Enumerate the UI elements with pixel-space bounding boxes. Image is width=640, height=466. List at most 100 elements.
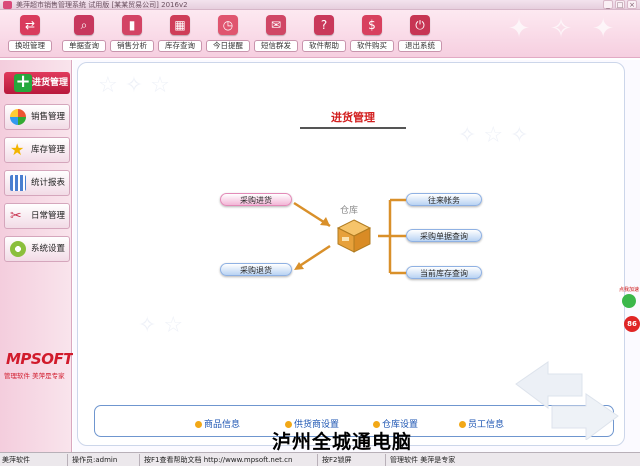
info-links-bar: 商品信息 供货商设置 仓库设置 员工信息 [94, 405, 614, 437]
bullet-icon [285, 421, 292, 428]
toolbar: ✦ ✧ ✦ ⇄ 换班管理 ⌕ 单据查询 ▮ 销售分析 ▦ 库存查询 ◷ 今日提醒… [0, 10, 640, 58]
product-info-link[interactable]: 商品信息 [195, 417, 240, 430]
content-panel: ☆ ✧ ☆ ✧ ☆ ✧ ✧ ☆ 进货管理 采购进货 采购退货 往来帐务 采购单据… [77, 62, 625, 446]
purchase-return-button[interactable]: 采购退货 [220, 263, 292, 276]
decorative-stars: ☆ ✧ ☆ [98, 73, 170, 98]
sidebar-item-label: 日常管理 [31, 211, 66, 221]
exit-icon: ⏻ [410, 15, 430, 35]
sidebar-item-sales-management[interactable]: 销售管理 [4, 104, 70, 130]
sidebar-item-label: 系统设置 [31, 244, 66, 254]
software-help-label: 软件帮助 [302, 40, 346, 52]
gear-icon [10, 241, 26, 257]
status-help-hint: 按F1查看帮助文档 http://www.mpsoft.net.cn [142, 454, 318, 466]
warehouse-box-icon [336, 219, 372, 253]
sms-broadcast-label: 短信群发 [254, 40, 298, 52]
accounts-dealings-button[interactable]: 往来帐务 [406, 193, 482, 206]
section-title-underline [300, 127, 406, 129]
status-app-name: 美萍软件 [0, 454, 68, 466]
decorative-stars: ✧ ☆ ✧ [458, 123, 529, 148]
today-reminder-label: 今日提醒 [206, 40, 250, 52]
title-bar: 美萍超市销售管理系统 试用版 [某某贸易公司] 2016v2 _ □ × [0, 0, 640, 10]
status-bar: 美萍软件 操作员:admin 按F1查看帮助文档 http://www.mpso… [0, 452, 640, 466]
bullet-icon [373, 421, 380, 428]
employee-info-label: 员工信息 [468, 420, 505, 430]
speed-up-widget[interactable]: 点我加速 86 [618, 286, 640, 332]
inventory-query-label: 库存查询 [158, 40, 202, 52]
arrow-out-head [294, 262, 304, 270]
sidebar-item-statistics-reports[interactable]: 统计报表 [4, 170, 70, 196]
sidebar-item-label: 库存管理 [31, 145, 66, 155]
document-query-label: 单据查询 [62, 40, 106, 52]
shift-change-label: 换班管理 [8, 40, 52, 52]
bullet-icon [459, 421, 466, 428]
purchase-stock-in-button[interactable]: 采购进货 [220, 193, 292, 206]
speed-value-badge: 86 [624, 316, 640, 332]
flow-connectors [293, 198, 406, 275]
current-stock-query-button[interactable]: 当前库存查询 [406, 266, 482, 279]
decorative-stars: ✦ ✧ ✦ [508, 14, 620, 44]
warehouse-settings-label: 仓库设置 [382, 420, 419, 430]
sidebar-item-label: 进货管理 [32, 78, 69, 88]
magnifier-icon: ⌕ [74, 15, 94, 35]
sidebar-item-inventory-management[interactable]: ★ 库存管理 [4, 137, 70, 163]
close-button[interactable]: × [627, 0, 637, 9]
report-icon [10, 175, 26, 191]
alarm-clock-icon: ◷ [218, 15, 238, 35]
status-operator: 操作员:admin [70, 454, 140, 466]
purchase-document-query-button[interactable]: 采购单据查询 [406, 229, 482, 242]
green-ball-icon [622, 294, 636, 308]
product-info-label: 商品信息 [204, 420, 241, 430]
maximize-button[interactable]: □ [615, 0, 625, 9]
warehouse-settings-link[interactable]: 仓库设置 [373, 417, 418, 430]
sidebar-item-system-settings[interactable]: 系统设置 [4, 236, 70, 262]
exit-system-button[interactable]: ⏻ 退出系统 [398, 13, 442, 55]
brand-logo: MPSOFT [6, 350, 73, 368]
envelope-icon: ✉ [266, 15, 286, 35]
status-lock-hint: 按F2锁屏 [320, 454, 386, 466]
supplier-settings-link[interactable]: 供货商设置 [285, 417, 339, 430]
sidebar-item-label: 销售管理 [31, 112, 66, 122]
arrow-in-head [320, 217, 330, 226]
arrow-out-line [297, 244, 331, 269]
sidebar-item-purchase-management[interactable]: + 进货管理 [4, 72, 70, 94]
sidebar-item-label: 统计报表 [31, 178, 66, 188]
bullet-icon [195, 421, 202, 428]
section-title: 进货管理 [331, 111, 375, 124]
window-title: 美萍超市销售管理系统 试用版 [某某贸易公司] 2016v2 [16, 1, 188, 9]
speed-up-label: 点我加速 [618, 287, 639, 293]
software-purchase-label: 软件购买 [350, 40, 394, 52]
purchase-icon: $ [362, 15, 382, 35]
shift-change-button[interactable]: ⇄ 换班管理 [8, 13, 52, 55]
help-icon: ? [314, 15, 334, 35]
sales-analysis-label: 销售分析 [110, 40, 154, 52]
bar-chart-icon: ▮ [122, 15, 142, 35]
document-query-button[interactable]: ⌕ 单据查询 [62, 13, 106, 55]
tools-icon: ✂ [10, 208, 22, 224]
sales-analysis-button[interactable]: ▮ 销售分析 [110, 13, 154, 55]
sms-broadcast-button[interactable]: ✉ 短信群发 [254, 13, 298, 55]
today-reminder-button[interactable]: ◷ 今日提醒 [206, 13, 250, 55]
minimize-button[interactable]: _ [603, 0, 613, 9]
brand-slogan: 管理软件 美萍是专家 [4, 372, 65, 380]
main-area: ☆ ✧ ☆ ✧ ☆ ✧ ✧ ☆ 进货管理 采购进货 采购退货 往来帐务 采购单据… [73, 60, 640, 452]
sidebar-item-daily-management[interactable]: ✂ 日常管理 [4, 203, 70, 229]
warehouse-label: 仓库 [340, 206, 359, 216]
status-slogan: 管理软件 美萍是专家 [390, 456, 456, 464]
nav-arrows-decoration [515, 361, 619, 440]
inventory-icon: ▦ [170, 15, 190, 35]
shift-change-icon: ⇄ [20, 15, 40, 35]
software-help-button[interactable]: ? 软件帮助 [302, 13, 346, 55]
pie-chart-icon [10, 109, 26, 125]
sidebar: + 进货管理 销售管理 ★ 库存管理 统计报表 ✂ 日常管理 系统设置 MPSO… [0, 60, 73, 452]
plus-icon: + [14, 71, 32, 92]
exit-system-label: 退出系统 [398, 40, 442, 52]
bracket-connector [378, 198, 406, 275]
decorative-stars: ✧ ☆ [138, 313, 184, 338]
software-purchase-button[interactable]: $ 软件购买 [350, 13, 394, 55]
app-icon [3, 1, 12, 9]
window-controls: _ □ × [603, 0, 637, 9]
inventory-query-button[interactable]: ▦ 库存查询 [158, 13, 202, 55]
star-icon: ★ [10, 140, 25, 159]
employee-info-link[interactable]: 员工信息 [459, 417, 504, 430]
supplier-settings-label: 供货商设置 [294, 420, 340, 430]
